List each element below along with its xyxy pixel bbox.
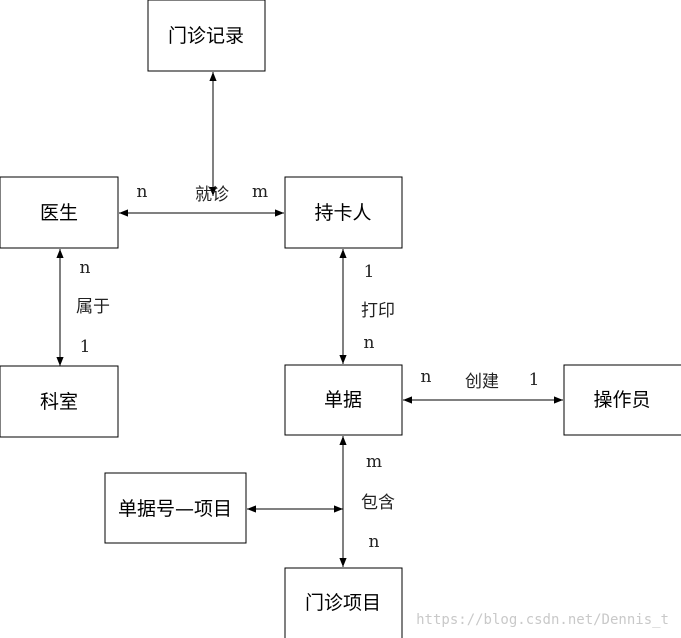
relation-contain-top-cardinality: m [366,452,382,472]
relation-contain-bottom-cardinality: n [369,532,380,552]
entity-operator-label: 操作员 [593,389,650,411]
relation-belongs-top-cardinality: n [80,258,91,278]
relation-visit-right-cardinality: m [252,182,268,202]
entity-outpatient-item-label: 门诊项目 [305,592,381,614]
relation-create-label: 创建 [465,372,499,392]
entity-outpatient-record: 门诊记录 [147,0,266,72]
entity-doctor-label: 医生 [40,202,78,224]
entity-department: 科室 [0,365,119,438]
entity-cardholder-label: 持卡人 [314,202,371,224]
entity-receipt-item-label: 单据号—项目 [118,498,232,520]
entity-department-label: 科室 [40,391,78,413]
entity-receipt: 单据 [284,364,403,436]
relation-belongs-label: 属于 [76,297,110,317]
relation-print-top-cardinality: 1 [364,262,375,282]
relation-create-right-cardinality: 1 [529,370,540,390]
entity-receipt-item: 单据号—项目 [104,472,247,544]
entity-cardholder: 持卡人 [284,176,403,249]
entity-operator: 操作员 [563,364,681,436]
relation-belongs-bottom-cardinality: 1 [80,337,91,357]
entity-outpatient-record-label: 门诊记录 [168,25,244,47]
relation-contain-label: 包含 [361,493,395,513]
relation-print-label: 打印 [361,301,395,321]
entity-receipt-label: 单据 [324,389,362,411]
relation-visit-label: 就诊 [195,185,229,205]
relation-print-bottom-cardinality: n [364,333,375,353]
watermark-text: https://blog.csdn.net/Dennis_t [416,612,669,628]
relation-visit-left-cardinality: n [137,182,148,202]
entity-outpatient-item: 门诊项目 [284,567,403,638]
relation-create-left-cardinality: n [421,367,432,387]
entity-doctor: 医生 [0,176,119,249]
